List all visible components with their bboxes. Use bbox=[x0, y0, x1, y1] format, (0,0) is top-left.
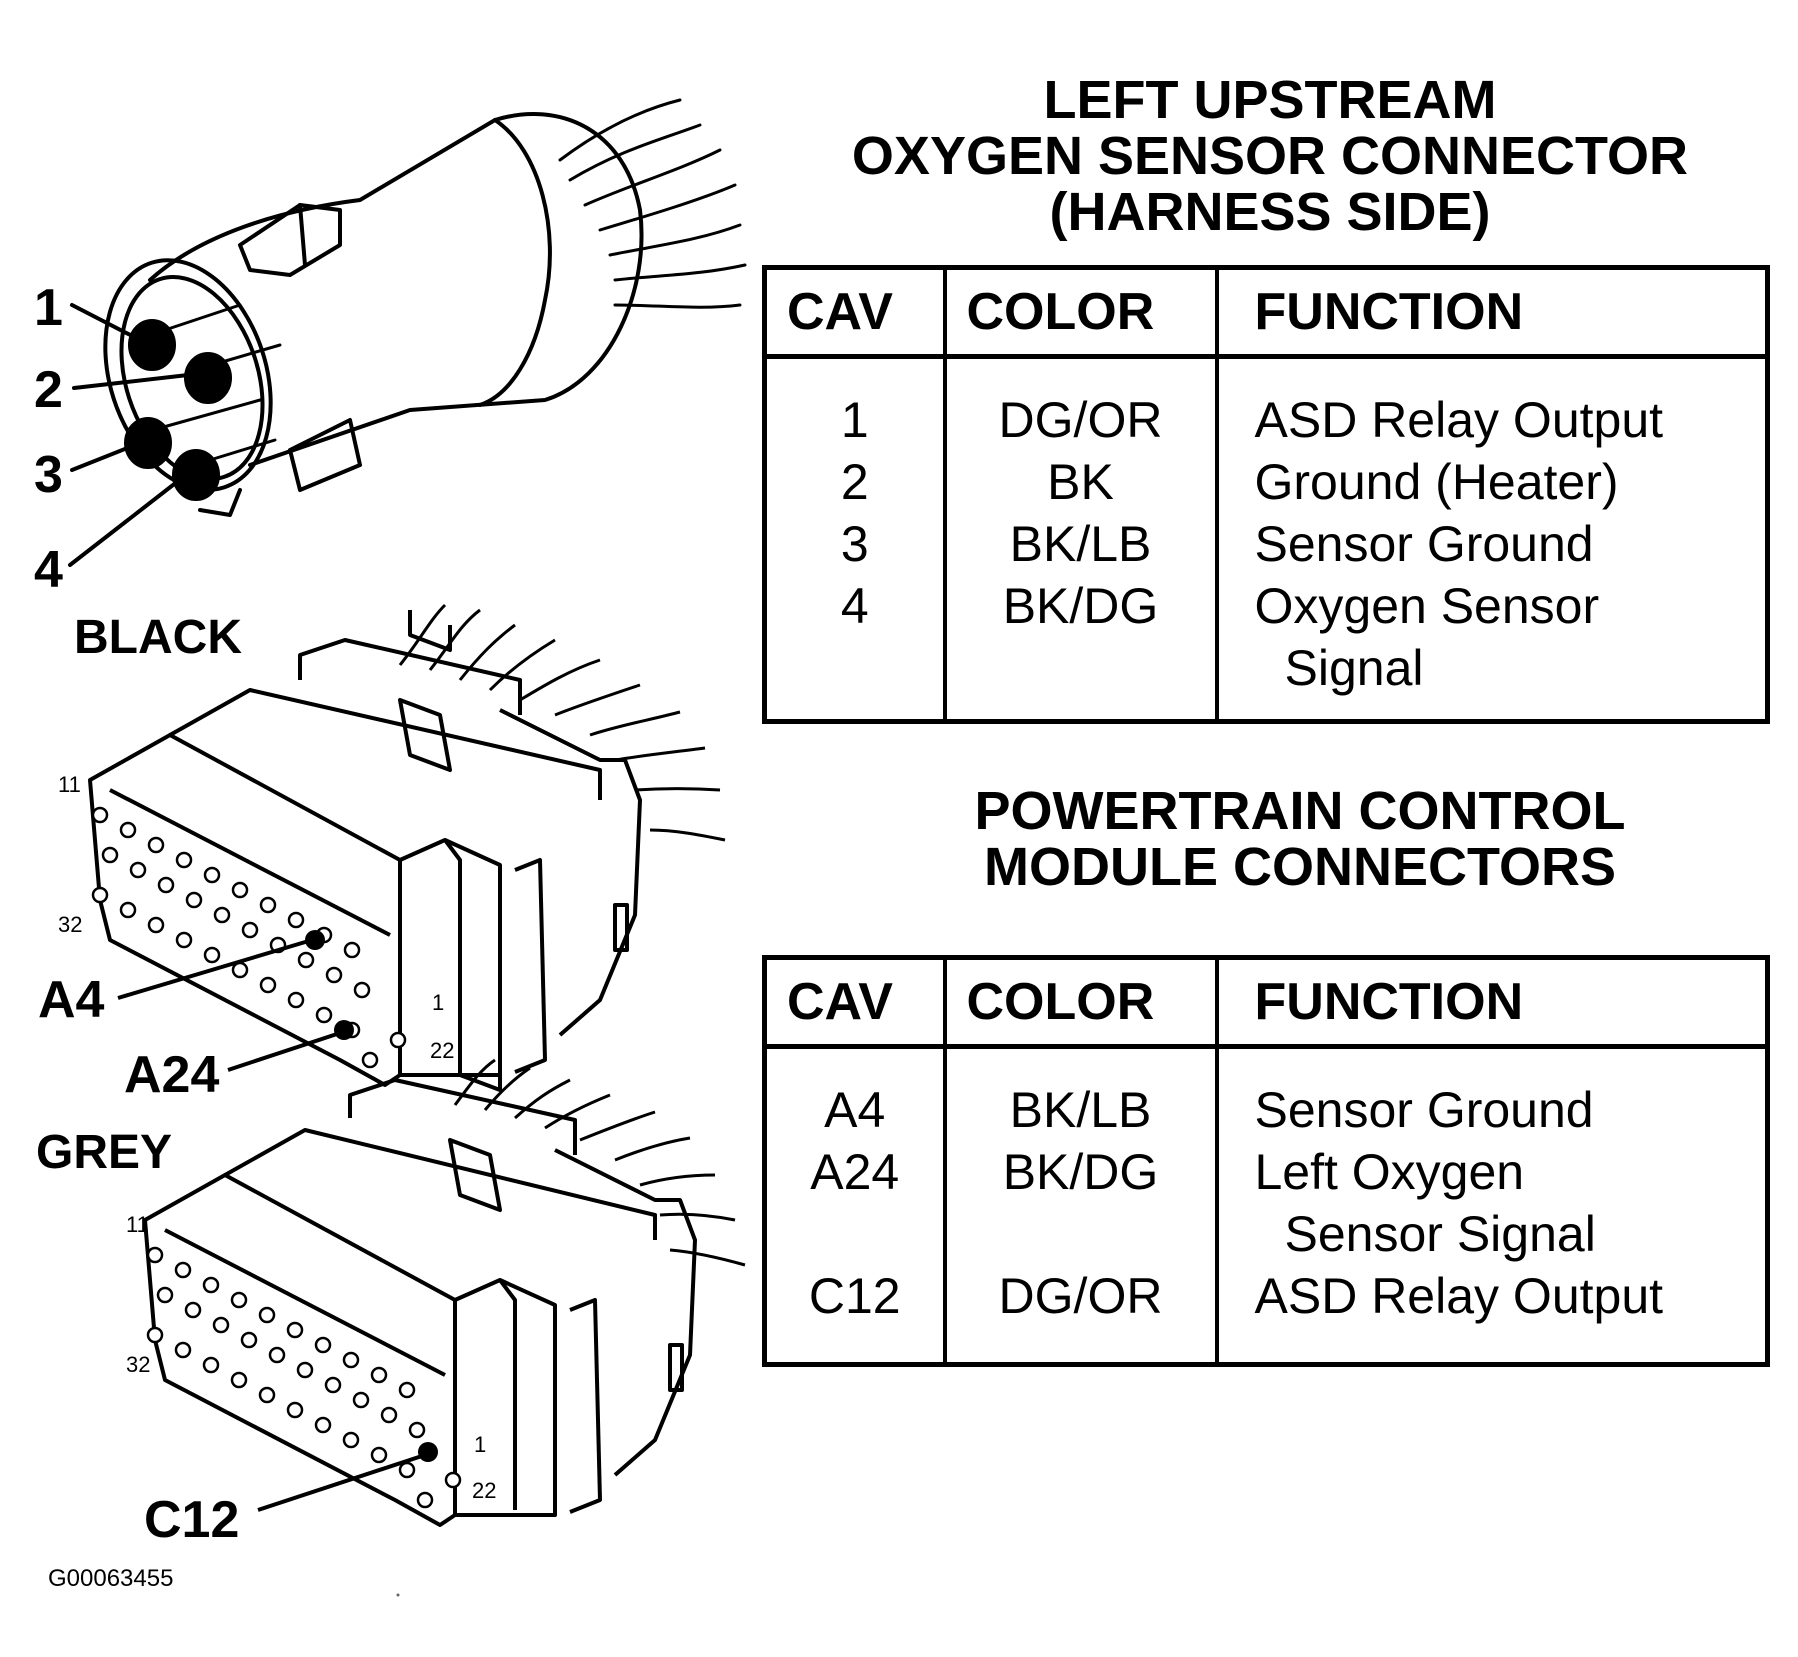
o2-pin-callout-2: 2 bbox=[34, 361, 63, 419]
grey-pin-number: 22 bbox=[472, 1478, 497, 1503]
cav-value: 1 bbox=[840, 392, 869, 448]
a4-callout: A4 bbox=[38, 971, 105, 1029]
color-value: DG/OR bbox=[998, 392, 1163, 448]
header-cav: CAV bbox=[762, 955, 947, 1049]
header-cav: CAV bbox=[762, 265, 947, 359]
o2-title-line: (HARNESS SIDE) bbox=[1049, 182, 1491, 242]
table-header-row: CAV COLOR FUNCTION bbox=[762, 955, 1770, 1049]
header-color: COLOR bbox=[942, 955, 1219, 1049]
cav-column: 1 2 3 4 bbox=[762, 356, 947, 722]
black-pin-number: 22 bbox=[430, 1038, 455, 1063]
o2-title-line: OXYGEN SENSOR CONNECTOR bbox=[851, 126, 1689, 186]
a24-callout: A24 bbox=[124, 1046, 220, 1104]
function-value: Oxygen Sensor bbox=[1254, 578, 1600, 634]
table-body: 1 2 3 4 DG/OR BK BK/LB BK/DG ASD Relay O… bbox=[762, 356, 1770, 722]
function-value: ASD Relay Output bbox=[1254, 392, 1664, 448]
color-value: BK/DG bbox=[1002, 1144, 1159, 1200]
function-column: Sensor Ground Left Oxygen Sensor Signal … bbox=[1214, 1046, 1770, 1365]
header-function: FUNCTION bbox=[1214, 265, 1770, 359]
table-header-row: CAV COLOR FUNCTION bbox=[762, 265, 1770, 359]
cav-value: A24 bbox=[810, 1144, 900, 1200]
o2-pin-callout-1: 1 bbox=[34, 279, 63, 337]
o2-connector-title: LEFT UPSTREAM OXYGEN SENSOR CONNECTOR (H… bbox=[770, 72, 1770, 240]
o2-pin-callout-3: 3 bbox=[34, 446, 63, 504]
grey-pin-number: 32 bbox=[126, 1352, 151, 1377]
cav-value: 3 bbox=[840, 516, 869, 572]
function-value: Sensor Ground bbox=[1254, 1082, 1594, 1138]
cav-value: 2 bbox=[840, 454, 869, 510]
cav-spacer bbox=[767, 1203, 943, 1265]
figure-id: G00063455 bbox=[48, 1565, 174, 1592]
pcm-title-line: MODULE CONNECTORS bbox=[983, 837, 1617, 897]
pcm-connector-table: CAV COLOR FUNCTION A4 A24 C12 BK/LB BK/D… bbox=[762, 955, 1770, 1367]
color-column: BK/LB BK/DG DG/OR bbox=[942, 1046, 1219, 1365]
pcm-connectors-title: POWERTRAIN CONTROL MODULE CONNECTORS bbox=[800, 783, 1798, 895]
color-value: BK/LB bbox=[1009, 1082, 1152, 1138]
o2-connector-table: CAV COLOR FUNCTION 1 2 3 4 DG/OR BK BK/L… bbox=[762, 265, 1770, 724]
table-body: A4 A24 C12 BK/LB BK/DG DG/OR Sensor Grou… bbox=[762, 1046, 1770, 1365]
black-pin-number: 1 bbox=[432, 990, 445, 1015]
pcm-title-line: POWERTRAIN CONTROL bbox=[974, 781, 1626, 841]
header-function: FUNCTION bbox=[1214, 955, 1770, 1049]
function-value: ASD Relay Output bbox=[1254, 1268, 1664, 1324]
cav-value: A4 bbox=[824, 1082, 886, 1138]
black-pin-number: 11 bbox=[58, 772, 81, 797]
cav-value: 4 bbox=[840, 578, 869, 634]
oxygen-sensor-connector-drawing bbox=[68, 98, 747, 567]
speck bbox=[396, 1593, 400, 1597]
grey-pin-number: 11 bbox=[126, 1212, 149, 1237]
grey-pin-number: 1 bbox=[474, 1432, 487, 1457]
color-value: BK/LB bbox=[1009, 516, 1152, 572]
color-spacer bbox=[947, 1203, 1215, 1265]
function-value: Ground (Heater) bbox=[1254, 454, 1619, 510]
o2-pin-callout-4: 4 bbox=[34, 541, 63, 599]
grey-pcm-connector-drawing bbox=[143, 1050, 746, 1527]
cav-value: C12 bbox=[808, 1268, 901, 1324]
function-value-continued: Sensor Signal bbox=[1284, 1206, 1596, 1262]
function-column: ASD Relay Output Ground (Heater) Sensor … bbox=[1214, 356, 1770, 722]
color-value: BK/DG bbox=[1002, 578, 1159, 634]
cav-column: A4 A24 C12 bbox=[762, 1046, 947, 1365]
function-value: Sensor Ground bbox=[1254, 516, 1594, 572]
color-column: DG/OR BK BK/LB BK/DG bbox=[942, 356, 1219, 722]
function-value: Left Oxygen bbox=[1254, 1144, 1525, 1200]
black-pin-number: 32 bbox=[58, 912, 83, 937]
color-value: BK bbox=[1047, 454, 1114, 510]
black-pcm-connector-drawing bbox=[88, 603, 726, 1087]
c12-callout: C12 bbox=[144, 1491, 240, 1549]
o2-title-line: LEFT UPSTREAM bbox=[1043, 70, 1497, 130]
grey-connector-label: GREY bbox=[36, 1126, 173, 1179]
header-color: COLOR bbox=[942, 265, 1219, 359]
function-value-continued: Signal bbox=[1284, 640, 1424, 696]
color-value: DG/OR bbox=[998, 1268, 1163, 1324]
black-connector-label: BLACK bbox=[74, 611, 242, 664]
